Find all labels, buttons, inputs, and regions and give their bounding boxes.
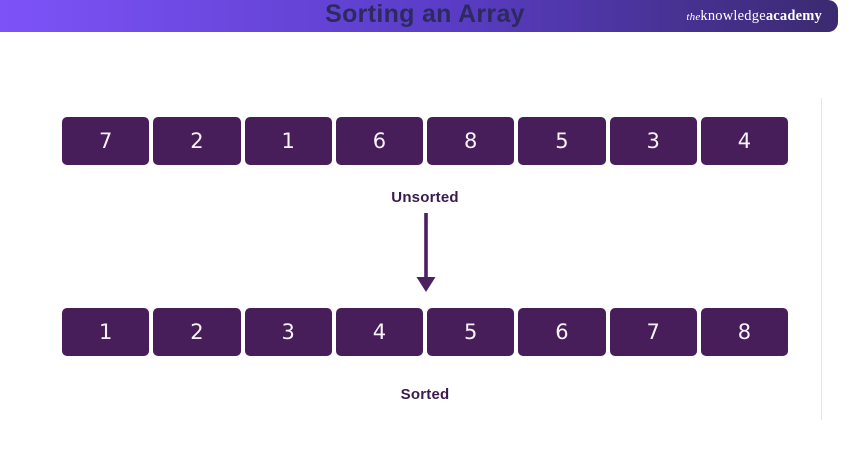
array-cell: 6: [335, 117, 423, 165]
array-cell: 7: [62, 117, 150, 165]
sorted-array-row: 1 2 3 4 5 6 7 8: [62, 308, 788, 356]
unsorted-label: Unsorted: [391, 189, 459, 206]
header-brand-bar: theknowledgeacademy: [0, 0, 838, 32]
array-cell: 5: [427, 308, 515, 356]
unsorted-array-row: 7 2 1 6 8 5 3 4: [62, 117, 788, 165]
array-cell: 3: [244, 308, 332, 356]
logo-prefix: the: [686, 10, 701, 23]
array-cell: 4: [700, 117, 788, 165]
array-cell: 3: [609, 117, 697, 165]
arrow-down-icon: [415, 213, 437, 293]
array-cell: 7: [609, 308, 697, 356]
sorted-label: Sorted: [400, 386, 450, 403]
array-cell: 2: [153, 117, 241, 165]
array-cell: 1: [244, 117, 332, 165]
page-edge-divider: [821, 98, 822, 420]
array-cell: 6: [518, 308, 606, 356]
array-cell: 5: [518, 117, 606, 165]
logo-mid: knowledge: [700, 7, 766, 24]
array-cell: 4: [335, 308, 423, 356]
page-title: Sorting an Array: [325, 0, 525, 28]
array-cell: 2: [153, 308, 241, 356]
array-cell: 1: [62, 308, 150, 356]
array-cell: 8: [427, 117, 515, 165]
logo-suffix: academy: [765, 7, 822, 24]
array-cell: 8: [700, 308, 788, 356]
knowledge-academy-logo: theknowledgeacademy: [686, 8, 822, 25]
